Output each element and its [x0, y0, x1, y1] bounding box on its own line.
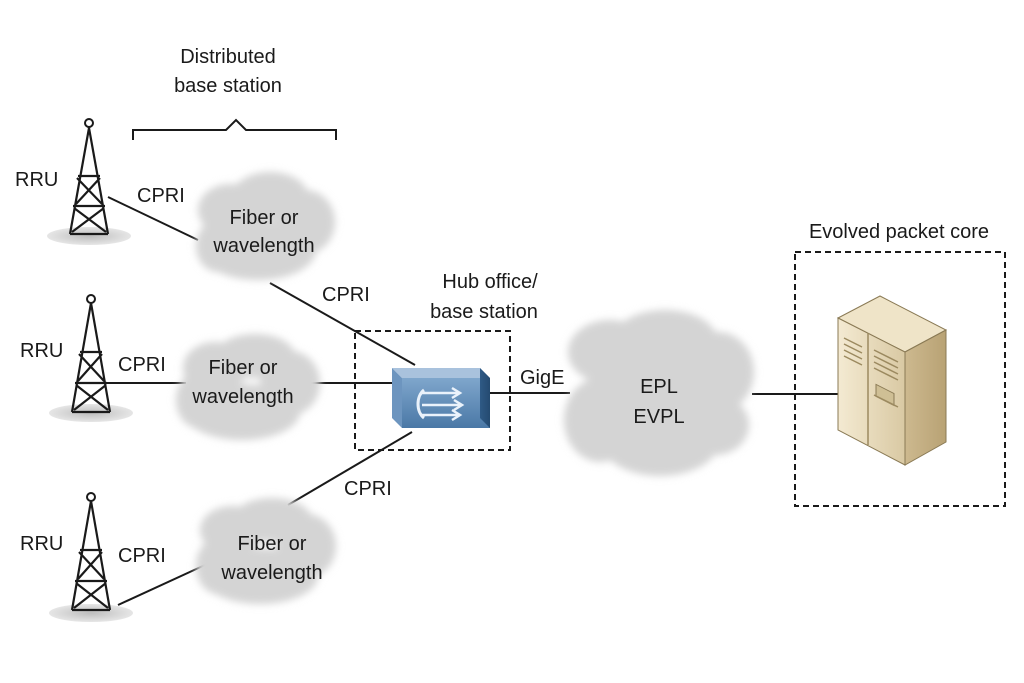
link-site1-cloud [107, 196, 199, 241]
cloud-1-line2: wavelength [212, 235, 314, 257]
antenna-tower-icon [70, 494, 112, 611]
metro-cloud-line2: EVPL [633, 406, 684, 428]
link-site3-cloud [117, 564, 206, 606]
cloud-1-line1: Fiber or [230, 207, 299, 229]
distributed-label-line1: Distributed [180, 46, 276, 68]
link-cloud3-hub [287, 431, 413, 506]
core-title: Evolved packet core [809, 221, 989, 243]
hub-office-box [354, 330, 511, 451]
rru-tower-3 [49, 492, 133, 622]
rru-label-3: RRU [20, 533, 63, 555]
rru-label-2: RRU [20, 340, 63, 362]
hub-label-line2: base station [430, 301, 538, 323]
tower-shadow [49, 604, 133, 622]
antenna-tower-icon [68, 120, 110, 235]
rru-tower-2 [49, 294, 133, 422]
brace [132, 118, 337, 140]
metro-cloud-line1: EPL [640, 376, 678, 398]
fiber-cloud-2 [176, 334, 320, 440]
antenna-tower-icon [70, 296, 112, 413]
fiber-cloud-3 [196, 498, 336, 604]
cloud-3-line2: wavelength [220, 562, 322, 584]
rru-label-1: RRU [15, 169, 58, 191]
core-box [794, 251, 1006, 507]
hub-label-line1: Hub office/ [442, 271, 538, 293]
hub-router-icon [392, 368, 490, 428]
cpri-label-hub-bottom: CPRI [344, 478, 392, 500]
distributed-base-station-group: Distributed base station [132, 46, 337, 140]
distributed-label-line2: base station [174, 75, 282, 97]
link-cloud1-hub [269, 282, 416, 366]
cloud-3-line1: Fiber or [238, 533, 307, 555]
cloud-2-line1: Fiber or [209, 357, 278, 379]
gige-label: GigE [520, 367, 564, 389]
server-icon [836, 295, 948, 466]
tower-shadow [47, 227, 131, 245]
rru-tower-1 [47, 118, 131, 245]
cpri-label-1: CPRI [137, 185, 185, 207]
cpri-label-hub-top: CPRI [322, 284, 370, 306]
cpri-label-3: CPRI [118, 545, 166, 567]
cloud-2-line2: wavelength [191, 386, 293, 408]
metro-cloud [564, 310, 754, 476]
fiber-cloud-1 [196, 172, 335, 280]
cpri-label-2: CPRI [118, 354, 166, 376]
